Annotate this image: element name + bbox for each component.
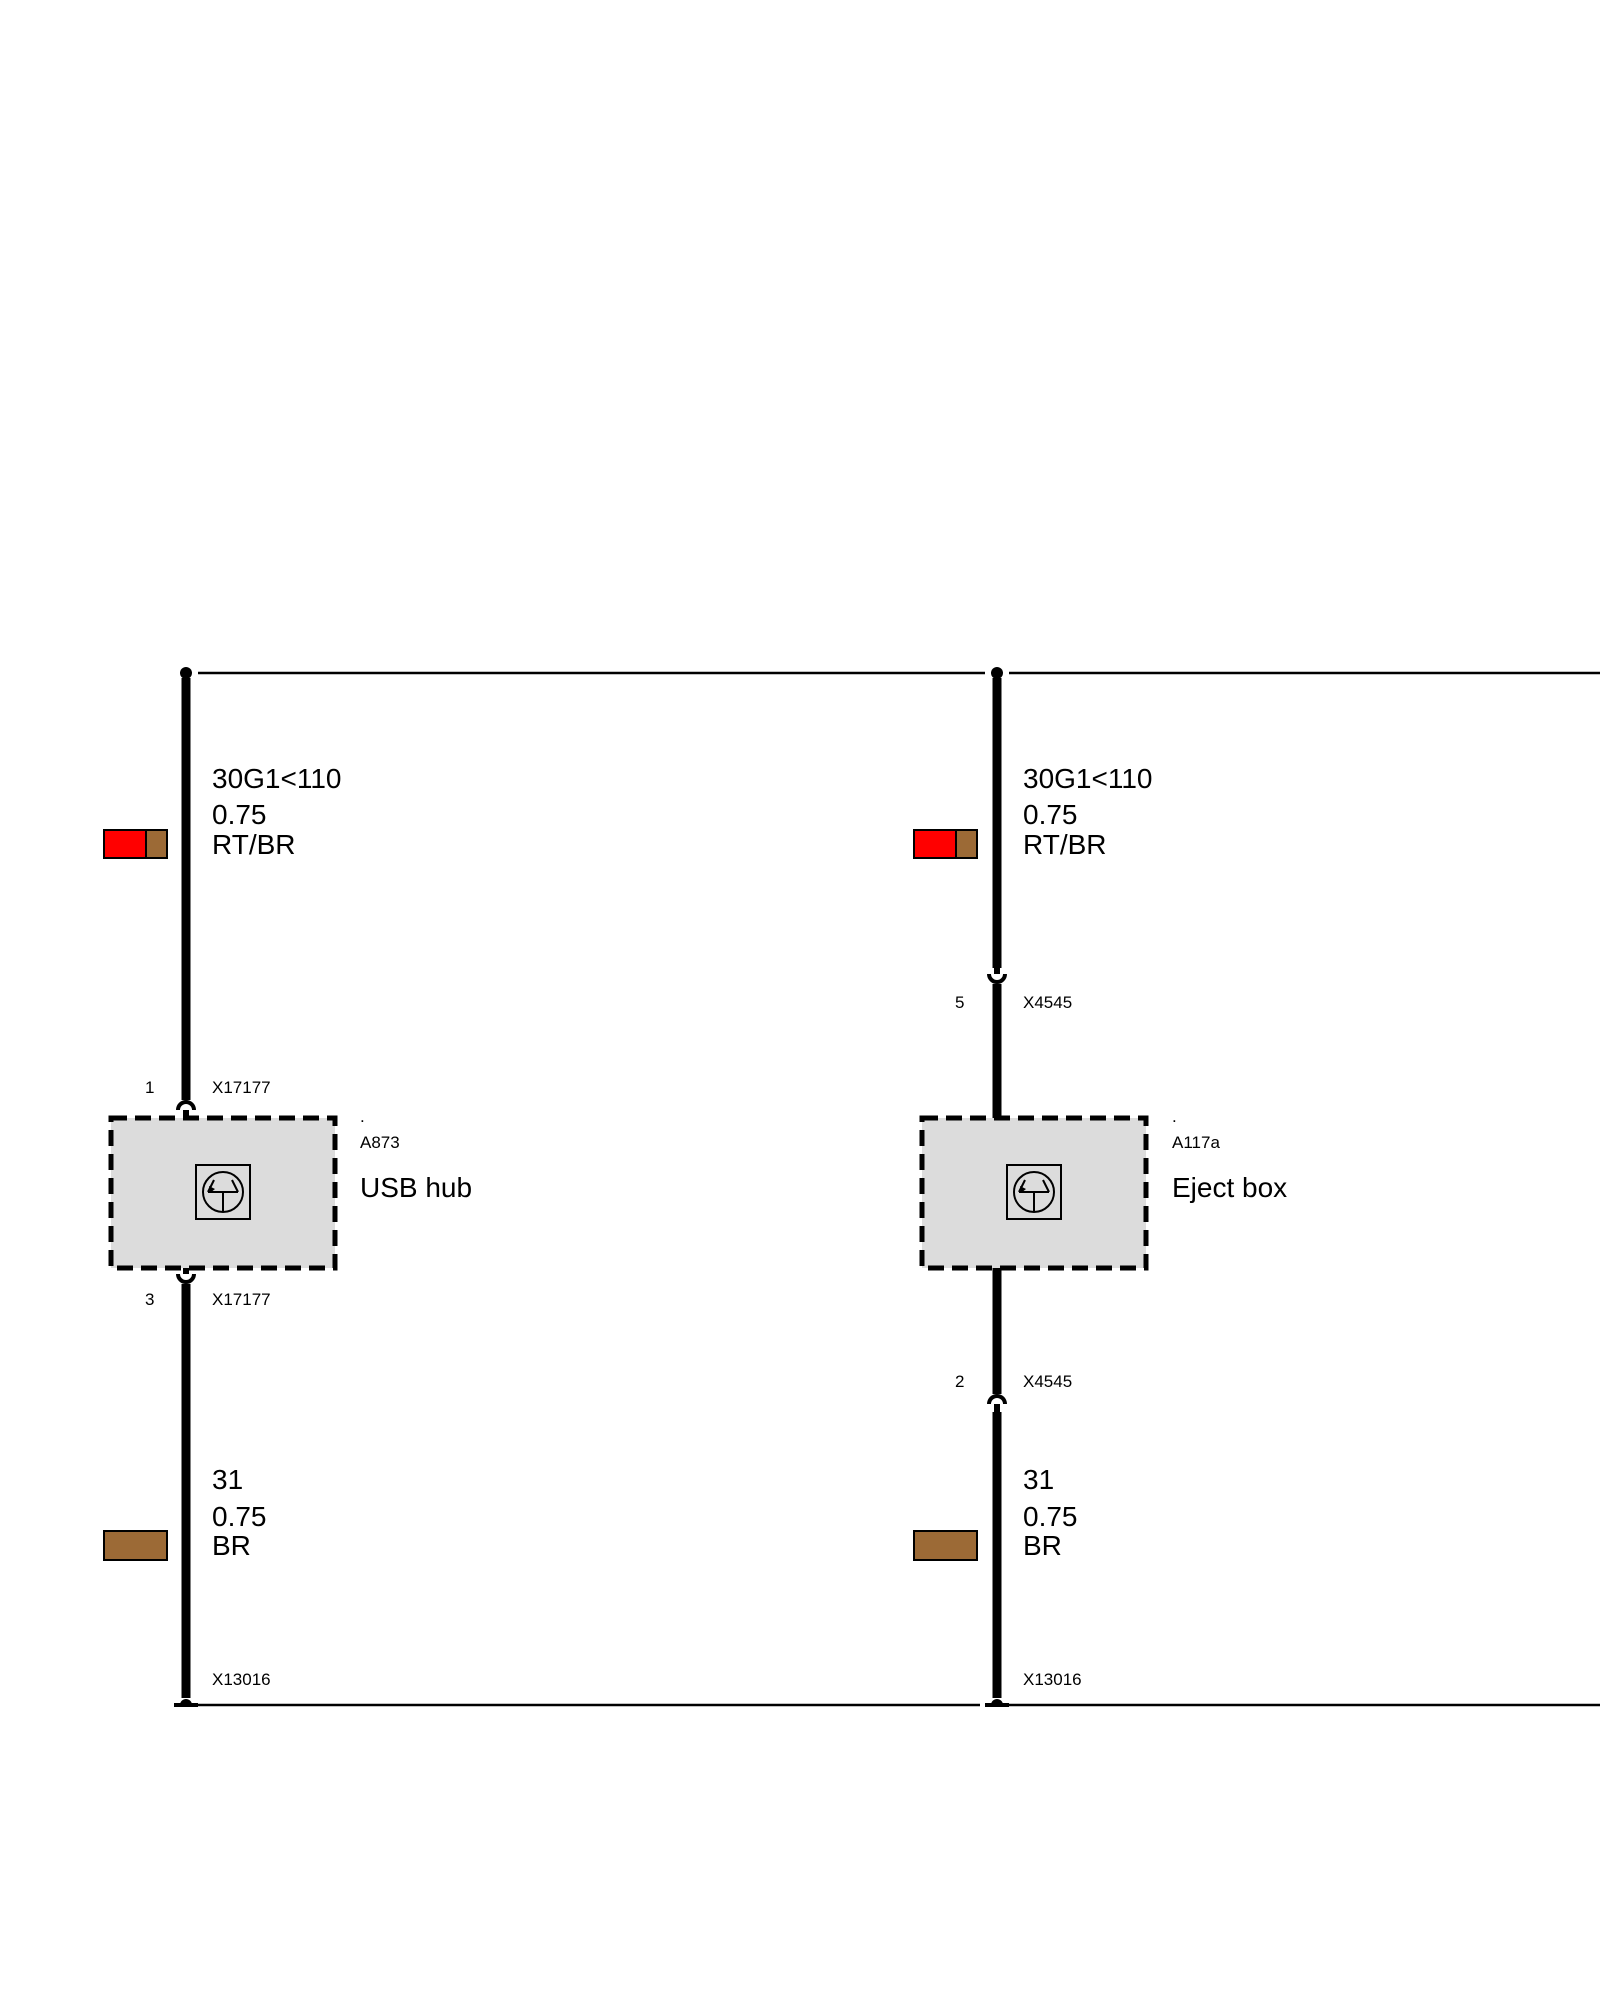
connector-name: X17177 [212,1290,271,1309]
connector-socket-icon [987,1394,1007,1405]
wire-circuit-label: 30G1<110 [1023,763,1153,794]
wire-circuit-label: 31 [212,1464,243,1495]
wire-gauge-label: 0.75 [212,1501,267,1532]
swatch-brown [913,1530,978,1561]
swatch-brown [145,829,168,859]
swatch-brown [955,829,978,859]
wire-gauge-label: 0.75 [212,799,267,830]
module-box [108,1115,338,1271]
module-dot: . [360,1107,365,1126]
connector-socket-icon [987,973,1007,984]
connector-pin-number: 5 [955,993,964,1012]
ground-connector-name: X13016 [1023,1670,1082,1689]
supply-junction-dot [991,667,1003,679]
swatch-red [103,829,147,859]
connector-pin-number: 3 [145,1290,154,1309]
wire-color-label: BR [1023,1530,1062,1561]
wire-color-label: RT/BR [1023,829,1107,860]
connector-name: X4545 [1023,1372,1072,1391]
module-name: Eject box [1172,1172,1287,1203]
module-name: USB hub [360,1172,472,1203]
connector-name: X17177 [212,1078,271,1097]
module-usb-hub-group: 30G1<110 0.75 RT/BR 1 X17177 . A873 USB … [103,678,472,1707]
wire-gauge-label: 0.75 [1023,799,1078,830]
transistor-icon [195,1164,251,1220]
supply-junction-dot [180,667,192,679]
wire-color-swatch [103,829,168,859]
swatch-brown [103,1530,168,1561]
connector-name: X4545 [1023,993,1072,1012]
transistor-icon [1006,1164,1062,1220]
module-eject-box-group: 30G1<110 0.75 RT/BR 5 X4545 . A117a Ejec… [913,678,1287,1707]
swatch-red [913,829,957,859]
connector-pin-number: 2 [955,1372,964,1391]
wire-color-label: RT/BR [212,829,296,860]
wire-circuit-label: 30G1<110 [212,763,342,794]
connector-socket-icon [176,1273,196,1284]
wire-gauge-label: 0.75 [1023,1501,1078,1532]
connector-pin-number: 1 [145,1078,154,1097]
wire-color-label: BR [212,1530,251,1561]
supply-bus [180,667,1600,679]
module-dot: . [1172,1107,1177,1126]
connector-socket-icon [176,1100,196,1111]
module-id: A117a [1172,1133,1220,1152]
ground-connector-name: X13016 [212,1670,271,1689]
wire-circuit-label: 31 [1023,1464,1054,1495]
module-id: A873 [360,1133,400,1152]
wire-color-swatch [913,829,978,859]
